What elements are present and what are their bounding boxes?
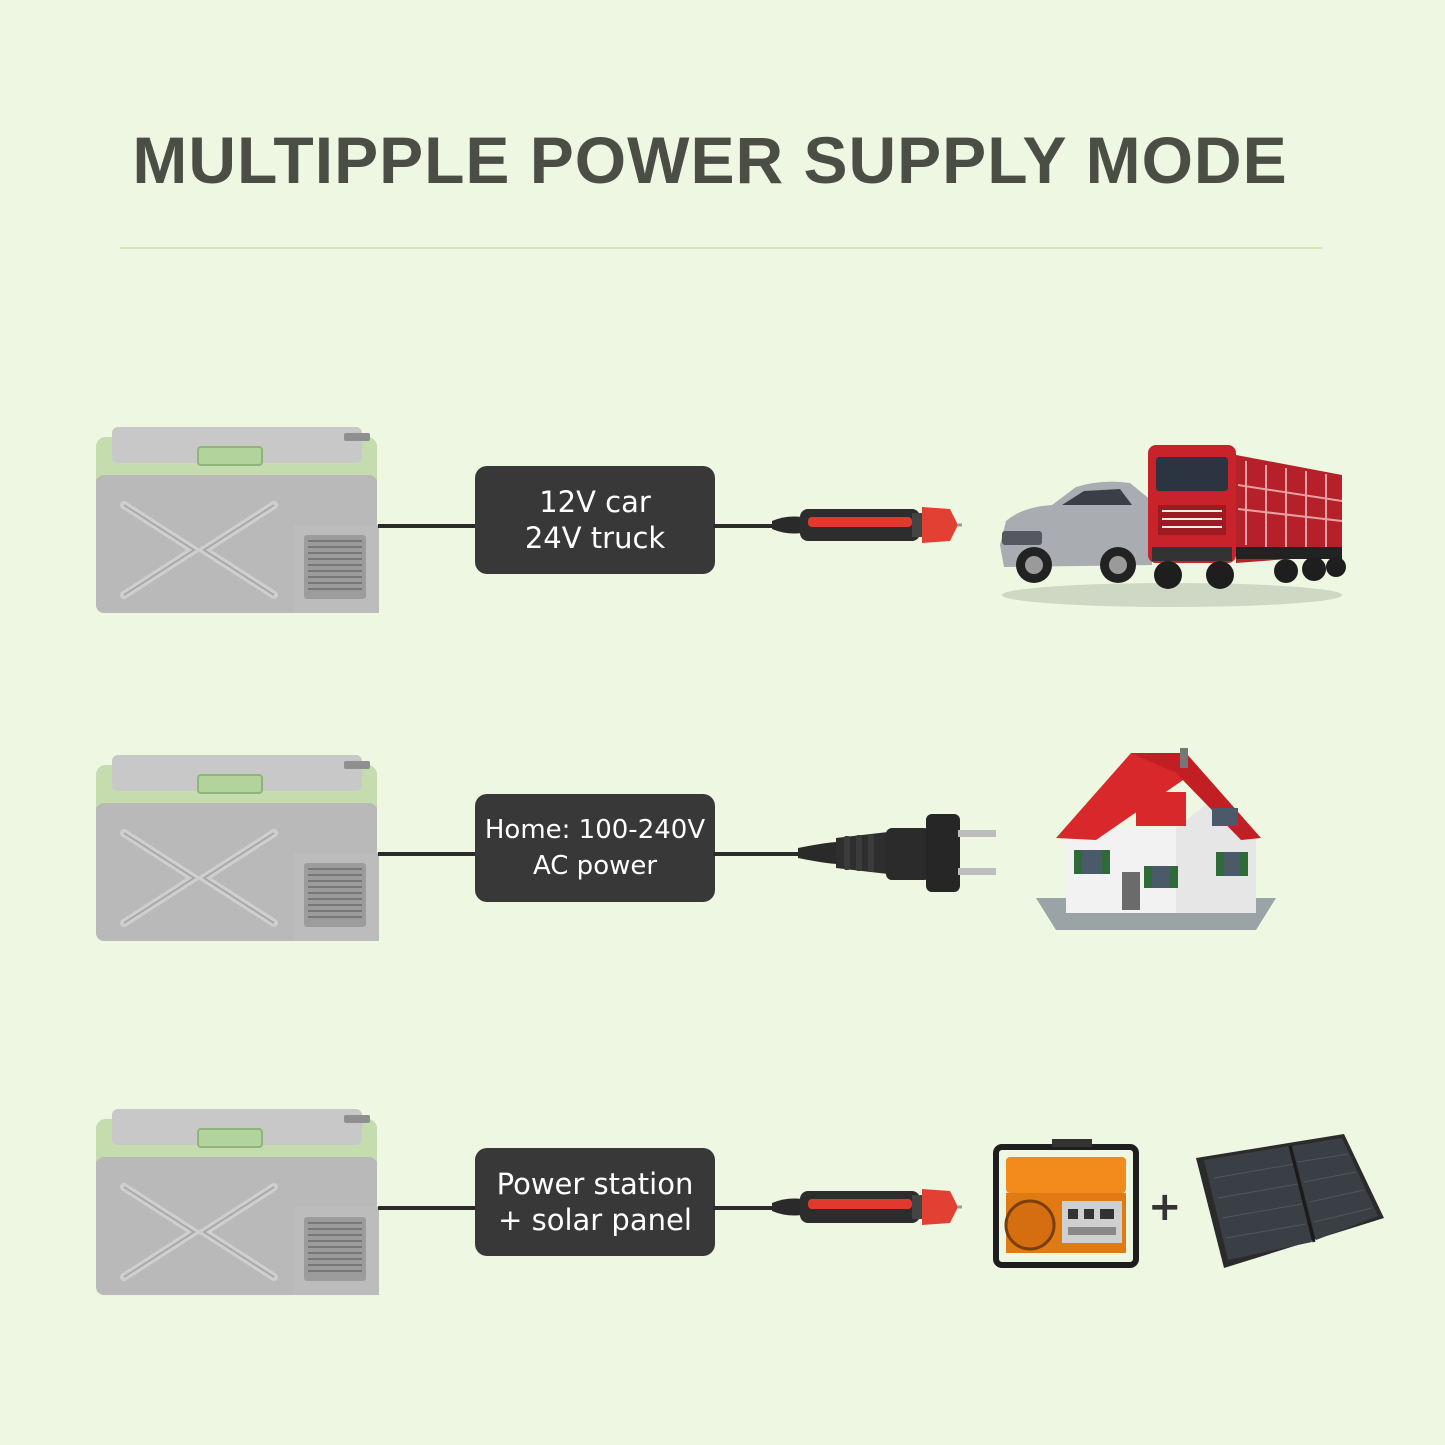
car-plug-icon — [772, 1177, 962, 1237]
fridge-icon — [94, 753, 379, 943]
power-cable — [713, 1206, 775, 1210]
mode-label-line1: 12V car — [539, 485, 651, 519]
power-cable — [378, 524, 478, 528]
mode-label-vehicle: 12V car 24V truck — [475, 466, 715, 574]
car-icon — [1000, 481, 1342, 607]
truck-icon — [1148, 445, 1346, 589]
fridge-icon — [94, 1107, 379, 1297]
mode-row-home: Home: 100-240V AC power — [0, 748, 1445, 973]
generator-icon — [993, 1139, 1139, 1268]
power-cable — [378, 852, 478, 856]
mode-label-line2: 24V truck — [524, 521, 666, 555]
house-icon — [1036, 748, 1276, 930]
mode-label-station: Power station + solar panel — [475, 1148, 715, 1256]
plus-sign: + — [1148, 1184, 1182, 1230]
power-cable — [713, 524, 775, 528]
ac-plug-icon — [798, 808, 998, 898]
mode-row-station: Power station + solar panel + — [0, 1107, 1445, 1327]
fridge-icon — [94, 425, 379, 615]
mode-label-line2: + solar panel — [498, 1203, 692, 1237]
mode-label-line1: Power station — [496, 1167, 694, 1201]
power-cable — [713, 852, 803, 856]
mode-row-vehicle: 12V car 24V truck — [0, 425, 1445, 645]
title-divider — [120, 247, 1322, 249]
mode-label-line2: AC power — [532, 851, 658, 881]
mode-label-home: Home: 100-240V AC power — [475, 794, 715, 902]
mode-label-line1: Home: 100-240V — [484, 815, 706, 845]
solar-panel-icon — [1196, 1134, 1384, 1268]
car-plug-icon — [772, 495, 962, 555]
page-title: MULTIPPLE POWER SUPPLY MODE — [132, 123, 1288, 197]
power-cable — [378, 1206, 478, 1210]
